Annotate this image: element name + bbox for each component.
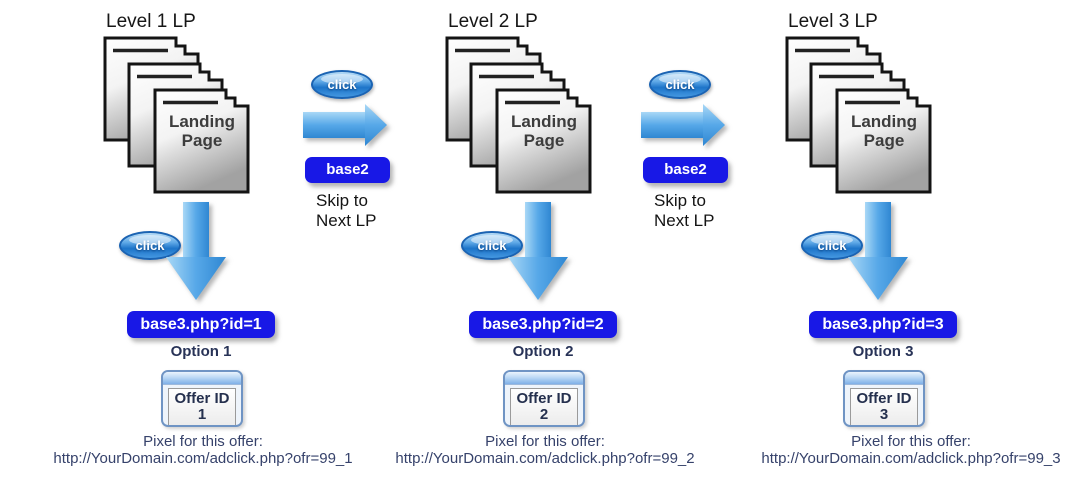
arrow-right-icon [303, 104, 387, 146]
offer-box-titlebar [505, 372, 583, 385]
pixel-info: Pixel for this offer: http://YourDomain.… [746, 434, 1076, 467]
arrow-down-icon [166, 202, 226, 300]
offer-box: Offer ID 1 [161, 370, 243, 427]
level-title: Level 2 LP [448, 11, 538, 32]
option-label: Option 1 [170, 343, 232, 360]
click-badge: click [461, 231, 523, 260]
skip-line-2: Next LP [316, 211, 377, 230]
offer-id-label: Offer ID 1 [168, 388, 236, 425]
skip-line-1: Skip to [316, 191, 368, 210]
arrow-down-icon [508, 202, 568, 300]
arrow-down-icon [848, 202, 908, 300]
landing-page-stack-icon [445, 36, 592, 194]
pixel-caption: Pixel for this offer: [143, 433, 263, 450]
skip-to-next-lp-label: Skip to Next LP [316, 191, 376, 231]
landing-page-label: Landing Page [510, 112, 578, 150]
column-level-2: Level 2 LP Landing Page click base3.php?… [342, 0, 1088, 487]
connector-2: click base2 Skip to Next LP [338, 0, 1088, 487]
pixel-url: http://YourDomain.com/adclick.php?ofr=99… [395, 450, 695, 467]
offer-box: Offer ID 2 [503, 370, 585, 427]
pixel-url: http://YourDomain.com/adclick.php?ofr=99… [761, 450, 1061, 467]
pixel-caption: Pixel for this offer: [485, 433, 605, 450]
base3-label: base3.php?id=2 [469, 311, 617, 338]
offer-id-label: Offer ID 2 [510, 388, 578, 425]
base3-label: base3.php?id=1 [127, 311, 275, 338]
option-label: Option 2 [512, 343, 574, 360]
column-level-3: Level 3 LP Landing Page click base3.php?… [682, 0, 1088, 487]
arrow-right-icon [641, 104, 725, 146]
skip-line-2: Next LP [654, 211, 715, 230]
skip-to-next-lp-label: Skip to Next LP [654, 191, 714, 231]
option-label: Option 3 [852, 343, 914, 360]
offer-box-titlebar [845, 372, 923, 385]
click-badge: click [801, 231, 863, 260]
level-title: Level 1 LP [106, 11, 196, 32]
offer-box: Offer ID 3 [843, 370, 925, 427]
click-badge: click [649, 70, 711, 99]
click-badge: click [311, 70, 373, 99]
landing-page-stack-icon [785, 36, 932, 194]
pixel-url: http://YourDomain.com/adclick.php?ofr=99… [53, 450, 353, 467]
landing-page-stack-icon [103, 36, 250, 194]
offer-id-label: Offer ID 3 [850, 388, 918, 425]
offer-box-titlebar [163, 372, 241, 385]
pixel-caption: Pixel for this offer: [851, 433, 971, 450]
landing-page-label: Landing Page [850, 112, 918, 150]
pixel-info: Pixel for this offer: http://YourDomain.… [380, 434, 710, 467]
base3-label: base3.php?id=3 [809, 311, 957, 338]
skip-line-1: Skip to [654, 191, 706, 210]
base2-label: base2 [305, 157, 390, 183]
landing-page-label: Landing Page [168, 112, 236, 150]
pixel-info: Pixel for this offer: http://YourDomain.… [38, 434, 368, 467]
base2-label: base2 [643, 157, 728, 183]
click-badge: click [119, 231, 181, 260]
level-title: Level 3 LP [788, 11, 878, 32]
